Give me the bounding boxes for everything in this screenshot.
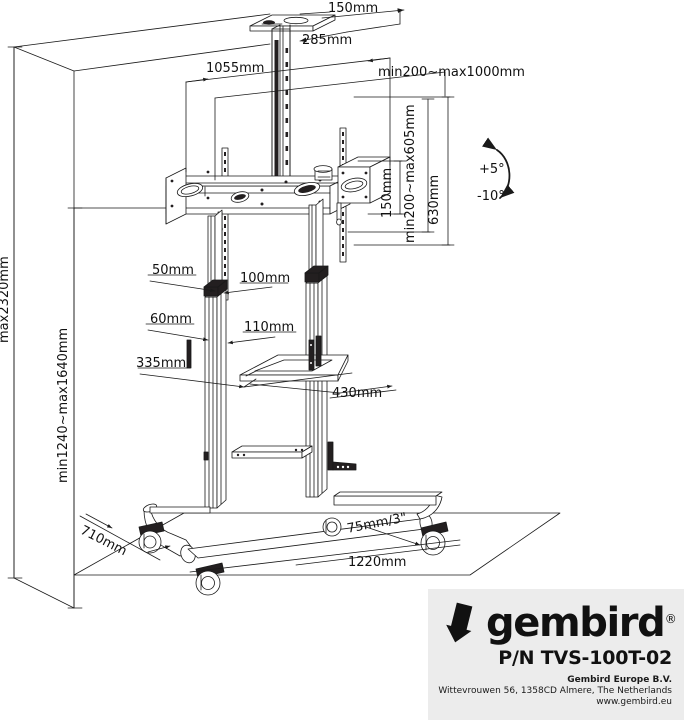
label-vesa-vertical: min200~max605mm: [403, 104, 418, 243]
dim-line-1220: [189, 539, 461, 573]
dim-line-60: [145, 323, 209, 342]
label-column-inner-width: 60mm: [150, 312, 192, 327]
dim-line-150-top: [299, 8, 405, 19]
label-mount-height-range: min1240~max1640mm: [56, 327, 71, 483]
tilt-pivot: [313, 165, 333, 181]
brand-plate: gembird ® P/N TVS-100T-02 Gembird Europe…: [428, 589, 684, 720]
label-bracket-slot-height: 150mm: [380, 167, 395, 218]
label-tilt-down: -10°: [477, 189, 505, 204]
brand-name: gembird: [486, 600, 666, 646]
dim-line-100: [223, 282, 289, 295]
dim-line-110: [227, 331, 297, 345]
dim-line-50: [147, 274, 216, 293]
dim-line-285: [299, 11, 401, 43]
label-max-height: max2320mm: [0, 256, 12, 343]
dim-line-caster: [365, 526, 421, 546]
label-tilt-up: +5°: [479, 162, 505, 177]
top-plate: [249, 14, 336, 32]
dim-line-vesa-h: [214, 71, 446, 181]
label-column-outer-width: 50mm: [152, 263, 194, 278]
gembird-bird-icon: [446, 602, 473, 643]
label-shelf-width: 430mm: [332, 386, 383, 401]
label-top-plate-width: 150mm: [328, 1, 379, 16]
label-vesa-horizontal: min200~max1000mm: [378, 65, 525, 80]
av-shelf: [239, 335, 349, 382]
company-website: www.gembird.eu: [596, 697, 672, 707]
lower-cross-brace: [231, 445, 313, 459]
registered-mark-icon: ®: [664, 612, 677, 626]
part-number: P/N TVS-100T-02: [498, 647, 672, 669]
caster-wheel: [195, 562, 225, 596]
dim-line-335: [137, 367, 353, 389]
label-total-width-top: 1055mm: [206, 61, 265, 76]
dim-line-1055: [185, 57, 391, 173]
height-dimension-lines: [7, 46, 181, 609]
caster-wheel: [322, 517, 342, 537]
label-base-width: 1220mm: [348, 555, 407, 570]
accessory-arm: [327, 441, 357, 471]
label-bracket-panel-height: 630mm: [427, 174, 442, 225]
company-address: Wittevrouwen 56, 1358CD Almere, The Neth…: [438, 686, 672, 696]
dim-line-150-bracket: [357, 160, 407, 215]
tilt-arc: [482, 137, 515, 199]
dim-line-630: [353, 96, 455, 246]
dim-line-vesa-v: [347, 98, 435, 233]
dim-line-710: [79, 513, 171, 561]
label-column-inner-depth: 110mm: [244, 320, 295, 335]
left-column: [186, 209, 228, 509]
upper-mast: [271, 24, 291, 190]
company-name: Gembird Europe B.V.: [567, 675, 672, 685]
dim-line-430: [249, 383, 397, 399]
brand-logo: gembird ®: [446, 599, 678, 647]
brand-wordmark: gembird ®: [486, 600, 677, 646]
tv-mount-bracket: [165, 127, 391, 301]
label-shelf-depth: 335mm: [136, 356, 187, 371]
caster-wheel: [138, 521, 165, 554]
label-top-plate-depth: 285mm: [302, 33, 353, 48]
label-column-outer-depth: 100mm: [240, 271, 291, 286]
